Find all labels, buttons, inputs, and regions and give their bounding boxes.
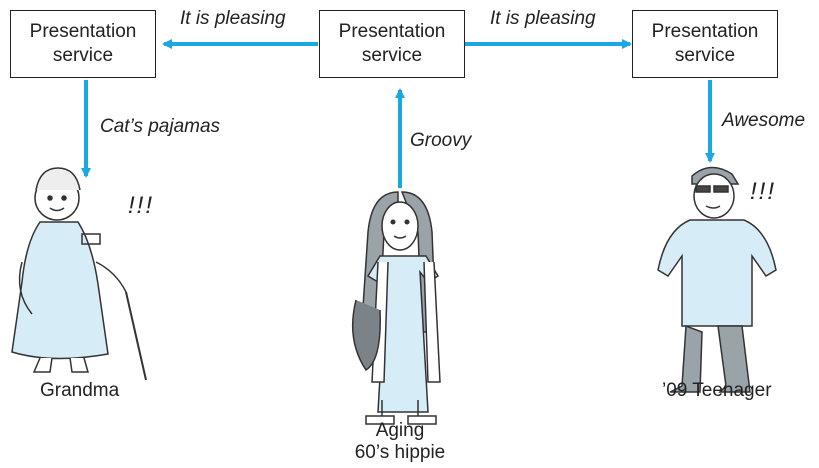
presentation-service-center: Presentation service bbox=[319, 10, 465, 78]
label-center-to-right: It is pleasing bbox=[490, 8, 596, 29]
label-center-up: Groovy bbox=[410, 130, 472, 151]
presentation-service-right: Presentation service bbox=[632, 10, 778, 78]
caption-teenager: ’09 Teenager bbox=[662, 380, 772, 401]
label-left-down: Cat’s pajamas bbox=[100, 116, 221, 137]
hippie-figure bbox=[351, 191, 441, 425]
box-right-line2: service bbox=[674, 45, 736, 66]
box-center-line2: service bbox=[361, 45, 423, 66]
grandma-exclaim: !!! bbox=[128, 192, 155, 219]
caption-hippie: Aging 60’s hippie bbox=[342, 420, 458, 464]
grandma-figure bbox=[11, 167, 147, 381]
box-right-line1: Presentation bbox=[651, 21, 759, 42]
caption-hippie-line2: 60’s hippie bbox=[354, 442, 446, 463]
caption-hippie-line1: Aging bbox=[375, 420, 425, 441]
caption-grandma: Grandma bbox=[40, 380, 120, 401]
label-right-down: Awesome bbox=[722, 110, 806, 131]
label-center-to-left: It is pleasing bbox=[180, 8, 286, 29]
teenager-figure bbox=[657, 166, 777, 393]
teenager-exclaim: !!! bbox=[750, 178, 777, 205]
presentation-service-left: Presentation service bbox=[10, 10, 156, 78]
box-left-line2: service bbox=[52, 45, 114, 66]
box-left-line1: Presentation bbox=[29, 21, 137, 42]
box-center-line1: Presentation bbox=[338, 21, 446, 42]
